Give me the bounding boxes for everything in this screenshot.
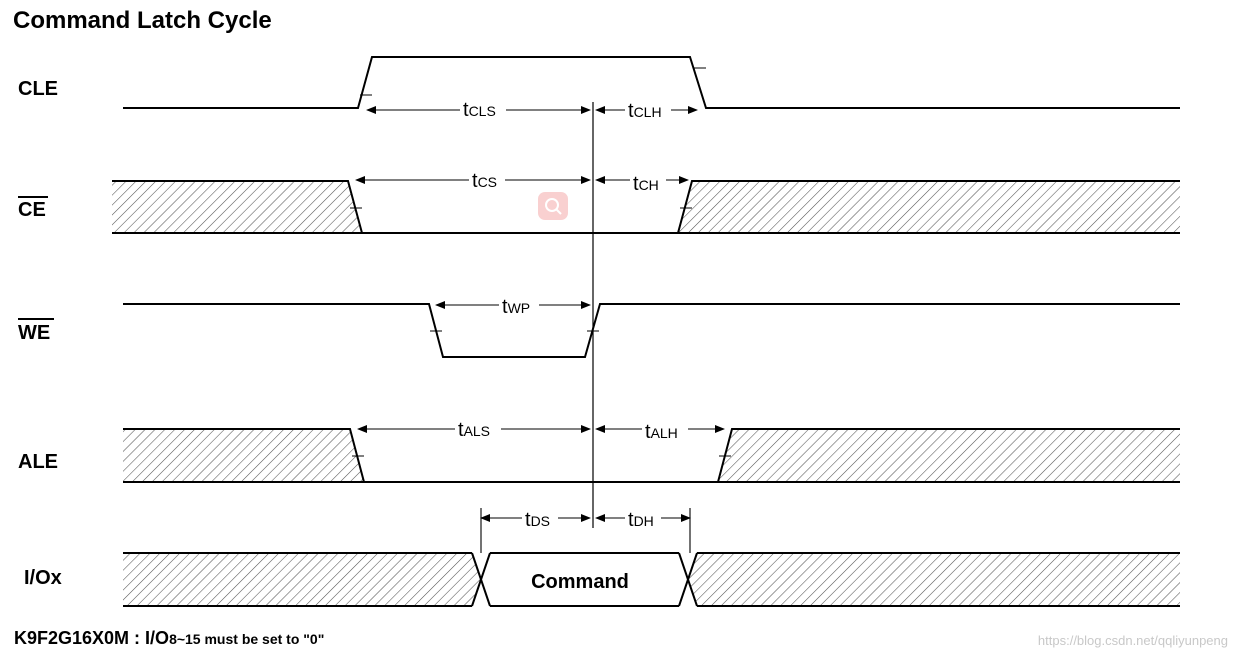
label-twp: tWP (502, 296, 530, 318)
label-talh: tALH (645, 421, 678, 443)
cle-waveform (123, 56, 1180, 109)
signal-label-we: WE (18, 322, 50, 344)
diagram-title: Command Latch Cycle (13, 7, 272, 34)
io-waveform: Command (123, 552, 1180, 607)
ale-waveform (123, 428, 1180, 483)
label-tds: tDS (525, 509, 550, 531)
timing-arrows (355, 106, 725, 553)
ce-waveform (112, 180, 1180, 234)
signal-label-ale: ALE (18, 451, 58, 473)
label-tals: tALS (458, 419, 490, 441)
footnote: K9F2G16X0M : I/O8~15 must be set to "0" (14, 628, 324, 648)
timing-labels: tCLS tCLH tCS tCH tWP tALS tALH tDS tDH (455, 98, 688, 531)
label-tch: tCH (633, 173, 659, 195)
label-tcls: tCLS (463, 99, 496, 121)
signal-label-ce: CE (18, 199, 46, 221)
signal-label-io: I/Ox (24, 567, 62, 589)
signal-label-cle: CLE (18, 78, 58, 100)
label-tcs: tCS (472, 170, 497, 192)
watermark-text: https://blog.csdn.net/qqliyunpeng (1038, 633, 1228, 648)
we-waveform (123, 303, 1180, 358)
search-icon[interactable] (538, 192, 568, 220)
label-tdh: tDH (628, 509, 654, 531)
io-command-label: Command (531, 571, 629, 593)
label-tclh: tCLH (628, 100, 662, 122)
